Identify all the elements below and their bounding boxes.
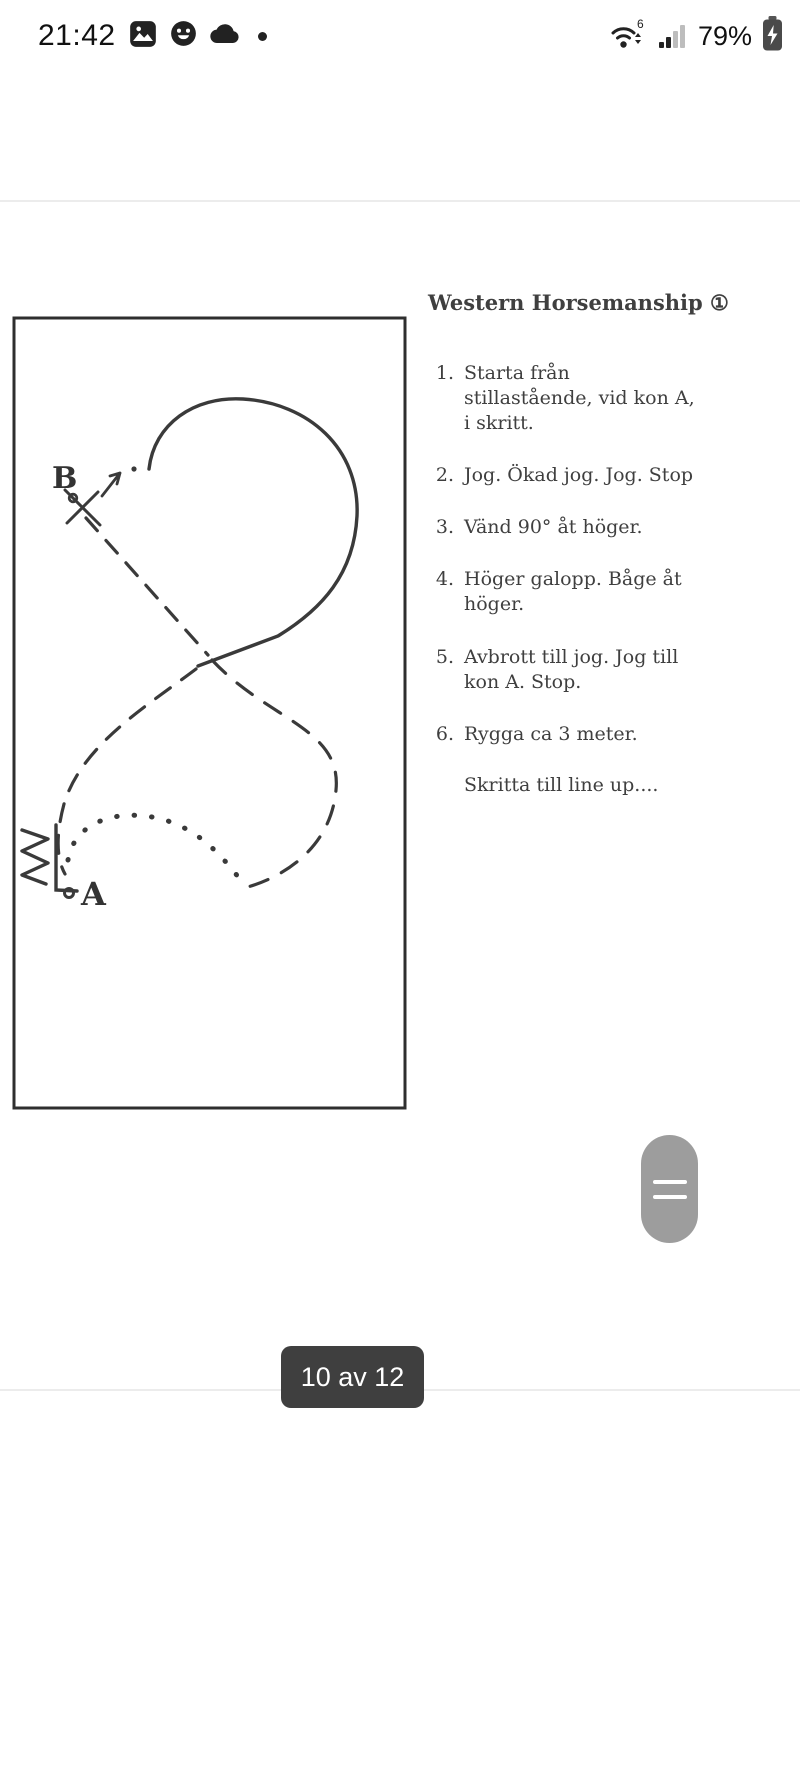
step-text: Vänd 90° åt höger.: [464, 516, 643, 539]
dashed-path-lower-right: [210, 658, 338, 890]
notification-dot: [257, 31, 267, 41]
step-number: 2.: [435, 464, 454, 487]
solid-path: [147, 397, 359, 668]
step-number: 3.: [435, 516, 454, 539]
instruction-step: 5. Avbrott till jog. Jog till kon A. Sto…: [428, 645, 700, 695]
corner-bracket: [54, 823, 79, 893]
dashed-path-diagonal: [84, 516, 210, 657]
instruction-step: 6. Rygga ca 3 meter.: [428, 722, 700, 747]
step-number: 5.: [435, 645, 454, 668]
instructions-panel: Western Horsemanship ① 1. Starta från st…: [428, 290, 729, 796]
navigation-bar: [0, 1684, 800, 1779]
status-bar: 21:42: [0, 0, 800, 66]
step-number: 6.: [435, 722, 454, 745]
instruction-step: 4. Höger galopp. Båge åt höger.: [428, 567, 700, 617]
smiley-icon: [170, 20, 197, 52]
cone-a-circle: [63, 887, 75, 899]
step-text: Starta från stillastående, vid kon A, i …: [464, 362, 695, 435]
start-arrow: [100, 471, 122, 498]
cone-b-circle: [67, 492, 79, 504]
status-bar-left: 21:42: [38, 19, 267, 53]
arena-border: [12, 316, 407, 1110]
battery-percent: 79%: [697, 20, 752, 51]
step-text: Jog. Ökad jog. Jog. Stop: [464, 464, 694, 487]
status-bar-right: 6 79%: [606, 16, 784, 56]
step-text: Rygga ca 3 meter.: [464, 722, 638, 745]
dotted-path: [65, 812, 245, 885]
scroll-drag-handle[interactable]: [641, 1135, 698, 1243]
closing-note: Skritta till line up....: [464, 773, 659, 796]
instruction-step: 1. Starta från stillastående, vid kon A,…: [428, 361, 700, 436]
instruction-step: 2. Jog. Ökad jog. Jog. Stop: [428, 463, 700, 488]
instruction-list: 1. Starta från stillastående, vid kon A,…: [428, 361, 700, 747]
drag-handle-icon: [652, 1194, 687, 1199]
step-number: 1.: [435, 362, 454, 384]
step-text: Höger galopp. Båge åt höger.: [464, 568, 682, 616]
drag-handle-icon: [652, 1179, 687, 1184]
instruction-step: 3. Vänd 90° åt höger.: [428, 515, 700, 540]
wifi-standard-label: 6: [637, 17, 644, 31]
start-dot: [131, 466, 137, 472]
cloud-icon: [209, 22, 241, 50]
zigzag-mark: [20, 828, 50, 886]
gallery-icon: [129, 20, 157, 53]
status-time: 21:42: [38, 19, 116, 52]
pattern-diagram: A B: [12, 316, 407, 1110]
battery-charging-icon: [761, 16, 784, 56]
signal-icon: [657, 18, 689, 55]
page-indicator-badge: 10 av 12: [281, 1346, 424, 1408]
x-mark: [63, 488, 102, 527]
step-number: 4.: [435, 568, 454, 591]
page-title: Western Horsemanship ①: [428, 290, 729, 315]
wifi6-icon: 6: [606, 17, 648, 56]
step-text: Avbrott till jog. Jog till kon A. Stop.: [464, 645, 679, 693]
cone-a-label: A: [80, 875, 107, 913]
arena-diagram: A B: [10, 312, 410, 1114]
page-separator-top: [0, 200, 800, 202]
dashed-path-lower-left: [56, 667, 198, 876]
